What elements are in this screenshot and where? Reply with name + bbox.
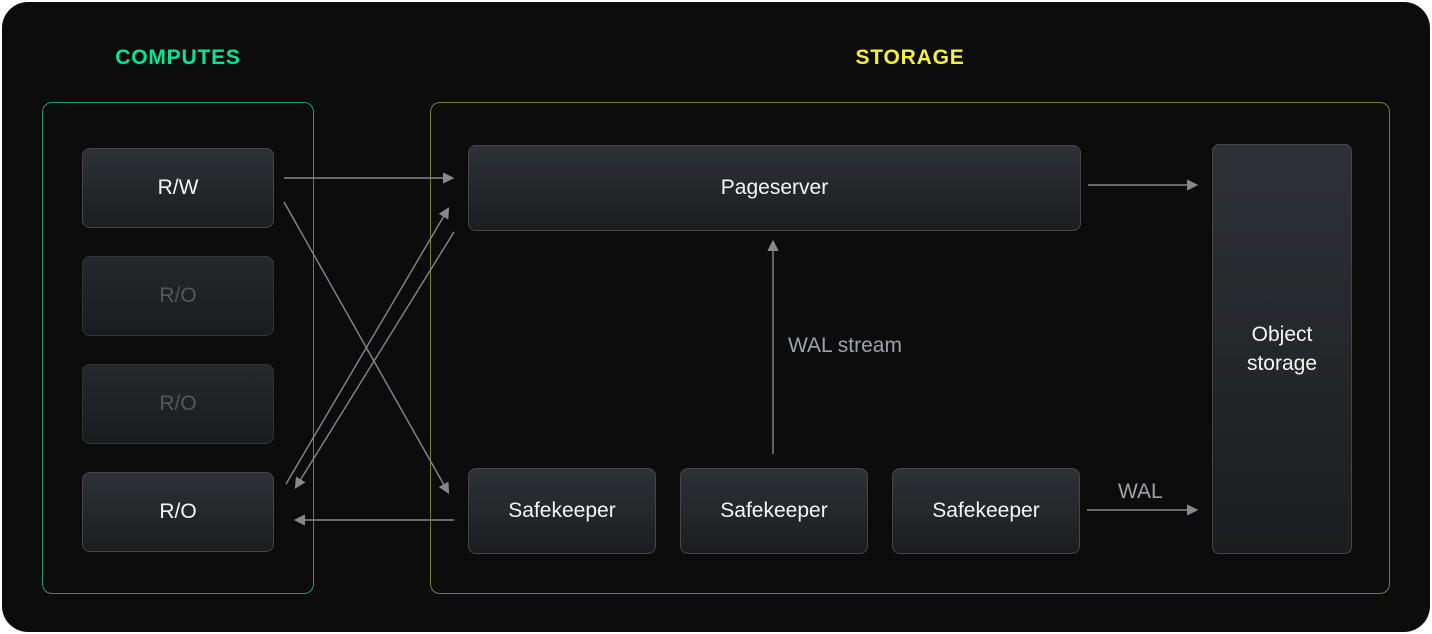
computes-section-title: COMPUTES <box>115 46 241 69</box>
safekeeper-node-1: Safekeeper <box>468 468 656 554</box>
safekeeper-node-2: Safekeeper <box>680 468 868 554</box>
compute-node-ro-3: R/O <box>82 472 274 552</box>
pageserver-node: Pageserver <box>468 145 1081 231</box>
object-storage-node: Object storage <box>1212 144 1352 554</box>
compute-node-rw: R/W <box>82 148 274 228</box>
wal-stream-label: WAL stream <box>788 334 902 357</box>
wal-label: WAL <box>1118 480 1163 503</box>
compute-node-ro-1: R/O <box>82 256 274 336</box>
storage-section-title: STORAGE <box>855 46 965 69</box>
safekeeper-node-3: Safekeeper <box>892 468 1080 554</box>
compute-node-ro-2: R/O <box>82 364 274 444</box>
